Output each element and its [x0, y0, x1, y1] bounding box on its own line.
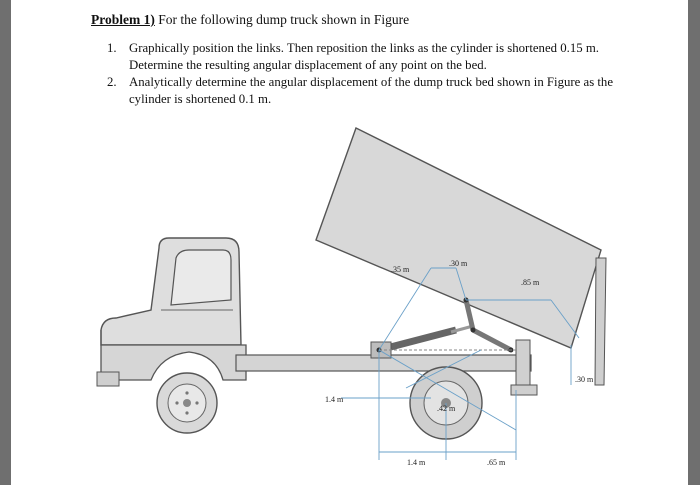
dim-label-30-right: .30 m: [575, 375, 594, 384]
worksheet-page: Problem 1) For the following dump truck …: [11, 0, 688, 485]
dimension-lines: [341, 267, 580, 460]
link-upper: [463, 299, 476, 331]
mudflap: [510, 384, 538, 396]
dim-label-30-top: .30 m: [449, 259, 468, 268]
task-text: Analytically determine the angular displ…: [129, 75, 614, 106]
link-lower: [471, 327, 513, 353]
problem-heading: Problem 1) For the following dump truck …: [91, 12, 409, 28]
dim-label-65: .65 m: [487, 458, 506, 467]
problem-label: Problem 1): [91, 12, 155, 27]
cylinder-rod: [450, 324, 474, 334]
dim-label-42: .42 m: [437, 404, 456, 413]
task-number: 1.: [107, 41, 117, 55]
task-list: 1. Graphically position the links. Then …: [107, 40, 627, 108]
rear-frame-post: [515, 339, 531, 391]
bed-rear-gate: [594, 257, 607, 386]
dim-label-35: .35 m: [391, 265, 410, 274]
task-number: 2.: [107, 75, 117, 89]
dump-bed: [315, 127, 602, 349]
front-bumper: [96, 371, 120, 387]
task-item-1: 1. Graphically position the links. Then …: [107, 40, 627, 74]
dim-label-14-left: 1.4 m: [325, 395, 344, 404]
hydraulic-cylinder: [378, 326, 457, 354]
dump-truck-figure: .35 m .30 m .85 m .30 m .42 m 1.4 m 1.4 …: [96, 127, 607, 467]
task-item-2: 2. Analytically determine the angular di…: [107, 74, 627, 108]
truck-hood: [100, 330, 247, 381]
cab-window: [170, 249, 232, 306]
task-text: Graphically position the links. Then rep…: [129, 41, 599, 72]
dim-label-14-bottom: 1.4 m: [407, 458, 426, 467]
problem-intro: For the following dump truck shown in Fi…: [154, 12, 410, 27]
pivot-point: [470, 327, 476, 333]
front-wheel: [156, 372, 218, 434]
dim-label-85: .85 m: [521, 278, 540, 287]
